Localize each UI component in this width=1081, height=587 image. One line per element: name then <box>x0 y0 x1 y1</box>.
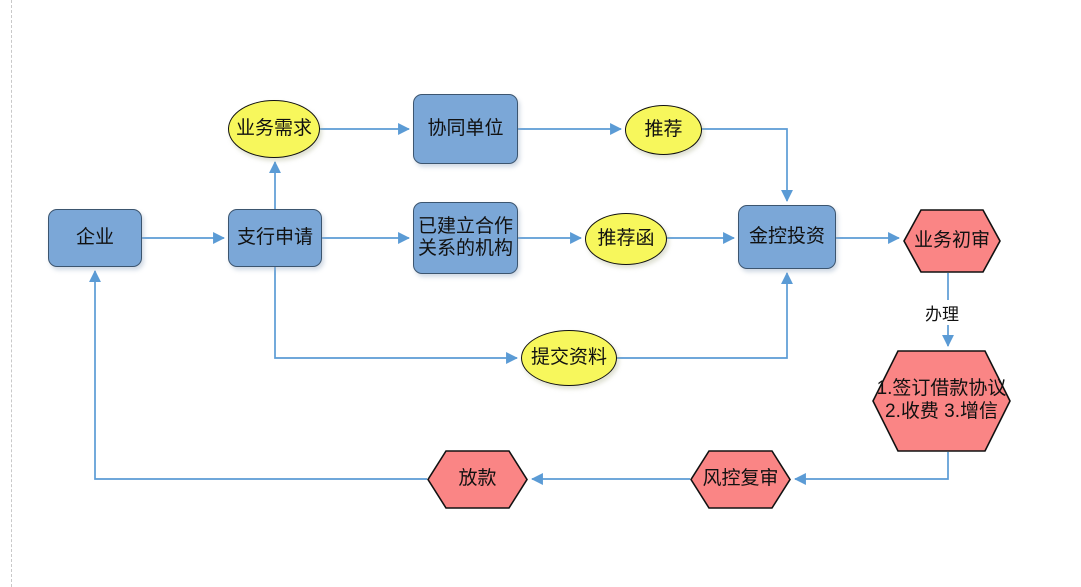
edge-label-banli: 办理 <box>922 300 962 325</box>
node-jinkong-touzi[interactable]: 金控投资 <box>738 205 836 269</box>
node-fengkong-fushen[interactable]: 风控复审 <box>690 450 791 509</box>
edge-zhihang-tijiaoziliao <box>274 267 518 364</box>
hexagon-shape <box>690 450 791 509</box>
node-tuijian-label: 推荐 <box>644 118 683 140</box>
node-zhihang-shenqing-label: 支行申请 <box>236 226 313 248</box>
node-tuijian-han[interactable]: 推荐函 <box>585 213 667 265</box>
node-yewu-chushen[interactable]: 业务初审 <box>903 209 1001 273</box>
edge-qianding-fengkong <box>794 452 949 485</box>
edge-tijiaoziliao-jinkong <box>617 272 793 359</box>
node-tuijian[interactable]: 推荐 <box>625 105 702 155</box>
page-margin-guide <box>11 0 12 587</box>
edge-tuijian-jinkong <box>702 128 793 202</box>
node-qianding-xieyi[interactable]: 1.签订借款协议 2.收费 3.增信 <box>872 350 1011 452</box>
node-zhihang-shenqing[interactable]: 支行申请 <box>228 209 322 267</box>
edge-fangkuan-qiye <box>89 270 427 480</box>
node-tijiao-ziliao-label: 提交资料 <box>530 346 607 368</box>
node-tuijian-han-label: 推荐函 <box>597 227 655 249</box>
node-qiye-label: 企业 <box>75 226 114 248</box>
hexagon-shape <box>872 350 1011 452</box>
node-qiye[interactable]: 企业 <box>48 209 142 267</box>
hexagon-shape <box>903 209 1001 273</box>
node-yijianli-hezuo-jigou[interactable]: 已建立合作 关系的机构 <box>413 202 518 274</box>
node-fangkuan[interactable]: 放款 <box>427 450 528 509</box>
node-yijianli-hezuo-jigou-label: 已建立合作 关系的机构 <box>417 215 513 259</box>
node-tijiao-ziliao[interactable]: 提交资料 <box>521 330 617 386</box>
node-jinkong-touzi-label: 金控投资 <box>748 225 825 247</box>
hexagon-shape <box>427 450 528 509</box>
node-xietong-danwei[interactable]: 协同单位 <box>413 94 518 164</box>
node-yewu-xuqiu[interactable]: 业务需求 <box>228 100 320 158</box>
node-xietong-danwei-label: 协同单位 <box>427 117 504 139</box>
node-yewu-xuqiu-label: 业务需求 <box>235 117 312 139</box>
